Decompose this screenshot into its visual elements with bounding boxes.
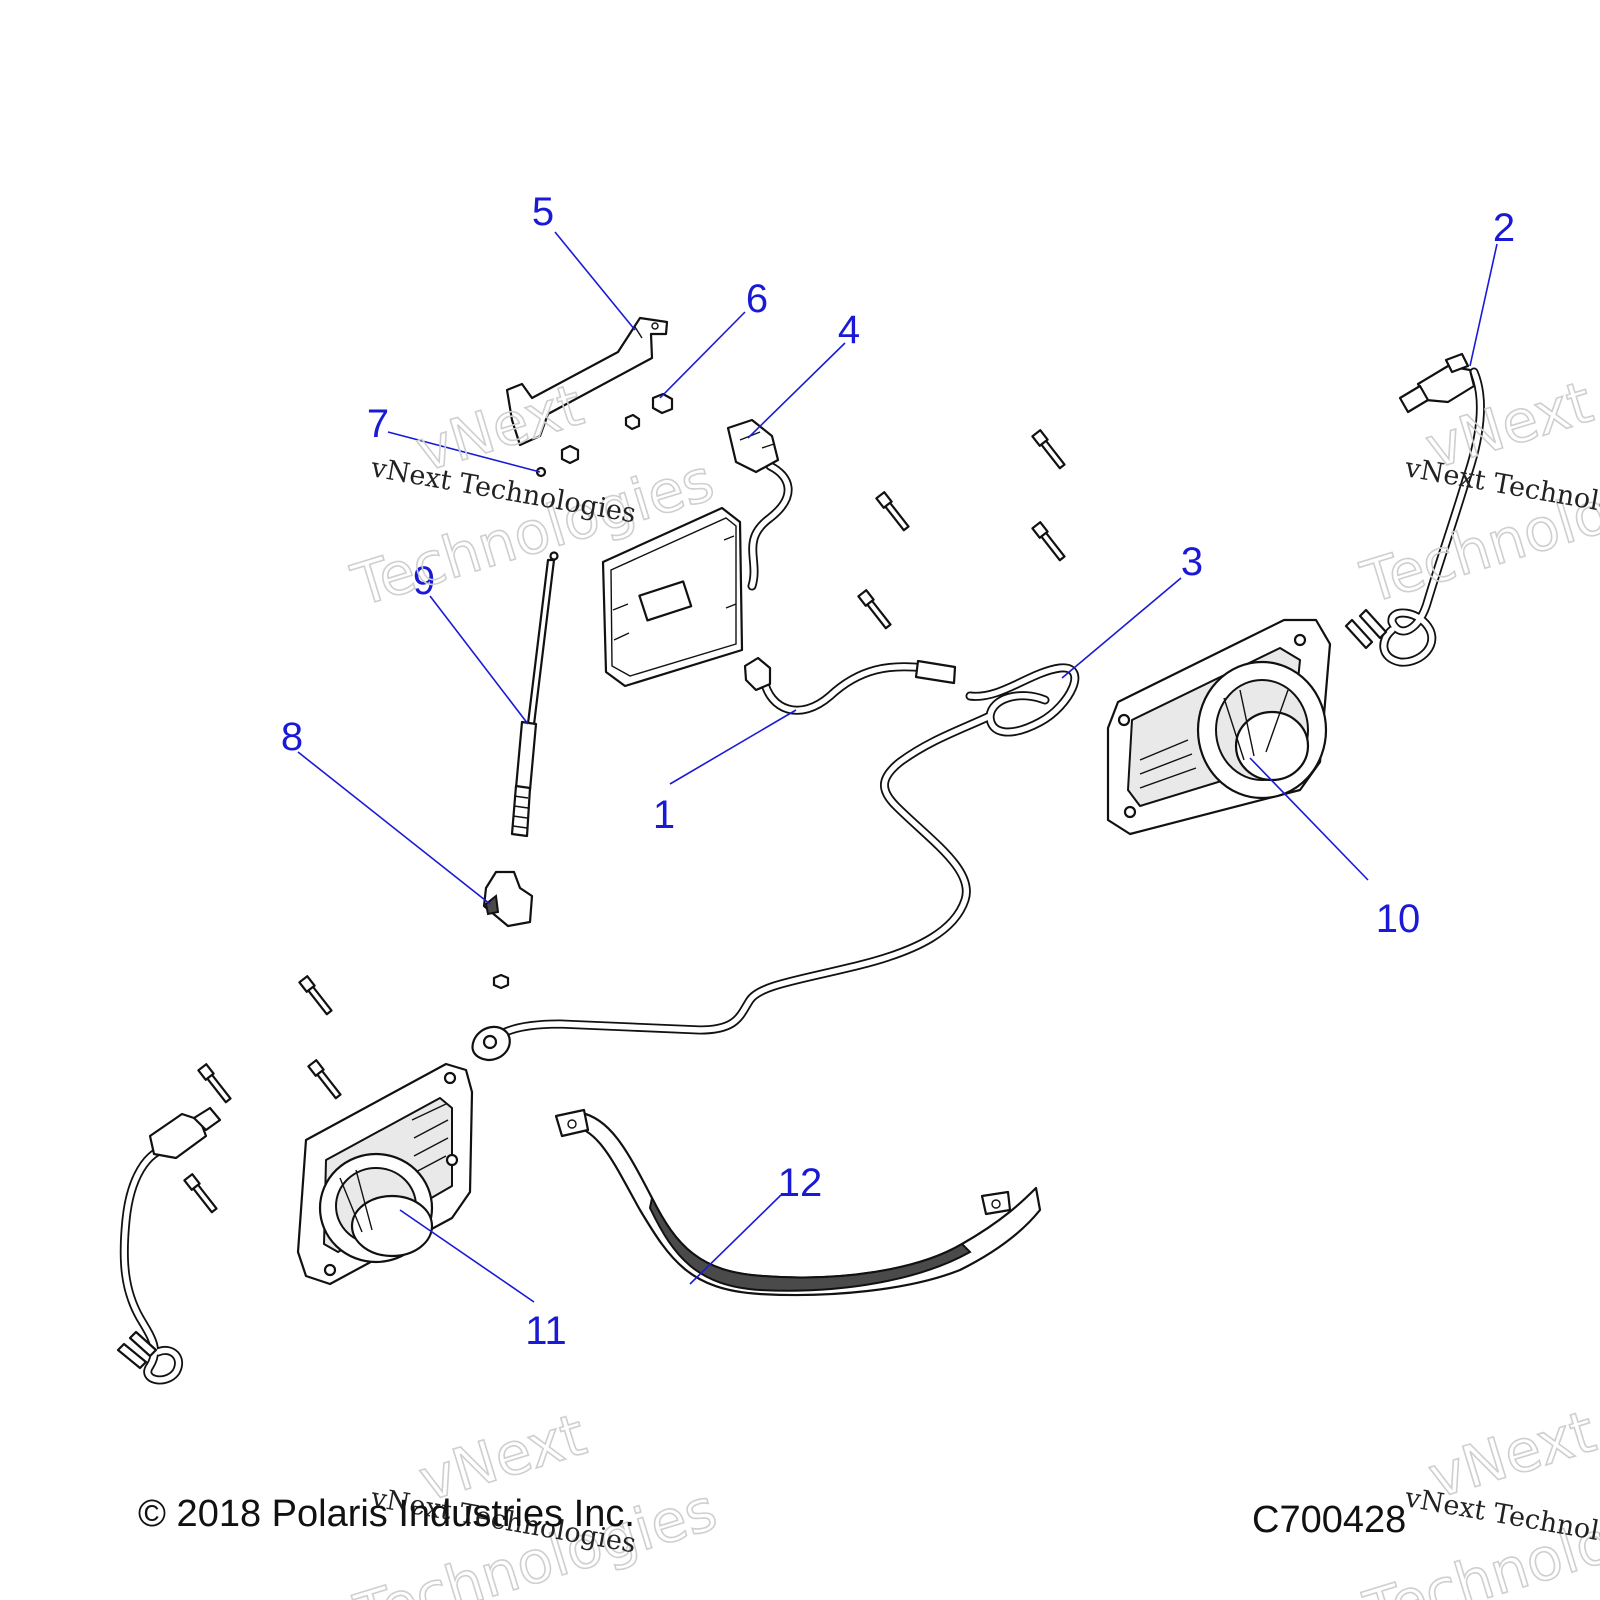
callout-2: 2 xyxy=(1493,206,1515,250)
screws-lower[interactable] xyxy=(183,973,510,1214)
part-2-pigtail-right[interactable] xyxy=(1344,352,1485,667)
leader-lines xyxy=(297,231,1498,1303)
part-8-antenna-base[interactable] xyxy=(482,870,534,928)
part-12-strap[interactable] xyxy=(554,1108,1042,1297)
callout-1: 1 xyxy=(653,793,675,837)
callout-12: 12 xyxy=(778,1161,823,1205)
part-1-antenna-cable[interactable] xyxy=(743,656,957,715)
callout-6: 6 xyxy=(746,277,768,321)
part-7-nut[interactable] xyxy=(535,444,580,478)
part-9-antenna-mast[interactable] xyxy=(510,551,559,838)
diagram-code: C700428 xyxy=(1252,1499,1406,1541)
part-10-speaker-right[interactable] xyxy=(1106,618,1332,836)
part-5-bracket[interactable] xyxy=(505,316,669,447)
copyright-text: © 2018 Polaris Industries Inc. xyxy=(138,1493,635,1535)
screws-upper[interactable] xyxy=(857,429,1066,630)
watermark-group-4: vNext Technologies xyxy=(1356,1396,1600,1600)
part-pigtail-left[interactable] xyxy=(116,1106,222,1385)
callout-7: 7 xyxy=(367,402,389,446)
callout-10: 10 xyxy=(1376,897,1421,941)
callout-3: 3 xyxy=(1181,540,1203,584)
part-4-control-module[interactable] xyxy=(601,418,793,688)
callout-labels: 5 6 7 4 2 3 9 8 1 10 11 12 xyxy=(281,190,1515,1353)
nut-lower[interactable] xyxy=(492,973,510,990)
callout-9: 9 xyxy=(413,559,435,603)
part-6-nut[interactable] xyxy=(624,392,674,431)
callout-11: 11 xyxy=(525,1309,567,1353)
callout-8: 8 xyxy=(281,715,303,759)
part-3-harness[interactable] xyxy=(471,663,1080,1062)
callout-5: 5 xyxy=(532,190,554,234)
part-11-speaker-left[interactable] xyxy=(296,1062,474,1286)
callout-4: 4 xyxy=(838,308,860,352)
